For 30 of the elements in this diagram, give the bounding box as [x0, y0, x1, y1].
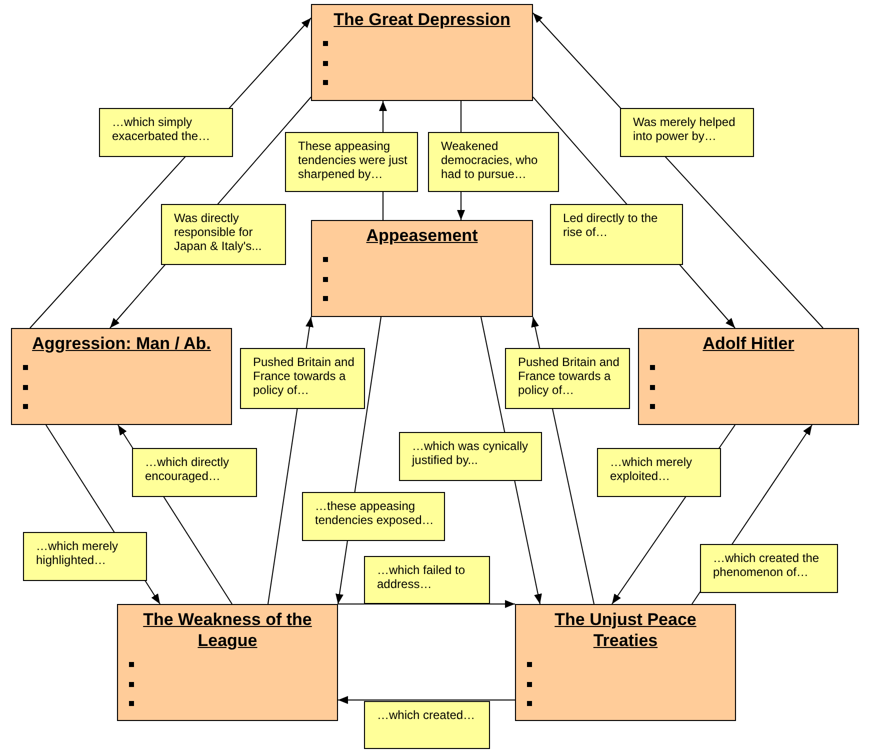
topic-box [311, 220, 533, 317]
edge-label: …which merely highlighted… [23, 532, 147, 581]
edge-label: Was directly responsible for Japan & Italy's... [161, 204, 286, 265]
edge-label: …which created… [364, 701, 490, 749]
edge-label: Pushed Britain and France towards a policy of… [240, 348, 365, 409]
topic-box [638, 328, 859, 425]
box-heading: Aggression: Man / Ab. [32, 333, 211, 354]
box-heading: The Weakness of the League [142, 609, 313, 651]
topic-box [117, 604, 338, 721]
box-heading: Appeasement [366, 225, 478, 246]
edge-label: These appeasing tendencies were just sharpened by… [285, 132, 418, 192]
box-heading: The Great Depression [334, 9, 510, 30]
edge-label: …which directly encouraged… [132, 448, 257, 497]
box-heading: Adolf Hitler [702, 333, 794, 354]
edge-label: …which created the phenomenon of… [700, 544, 838, 593]
connector-arrow [338, 696, 516, 704]
edge-label: …which merely exploited… [597, 448, 721, 497]
topic-box [515, 604, 736, 721]
topic-box [11, 328, 232, 425]
edge-label: Weakened democracies, who had to pursue… [428, 132, 559, 192]
edge-label: …these appeasing tendencies exposed… [302, 492, 445, 541]
edge-label: Was merely helped into power by… [620, 108, 754, 157]
edge-label: …which was cynically justified by... [399, 432, 542, 481]
edge-label: Led directly to the rise of… [550, 204, 683, 265]
connector-arrow [338, 600, 516, 608]
edge-label: …which failed to address… [364, 556, 490, 604]
edge-label: Pushed Britain and France towards a policy of… [505, 348, 630, 409]
topic-box [311, 4, 533, 101]
box-heading: The Unjust Peace Treaties [554, 609, 698, 651]
edge-label: …which simply exacerbated the… [99, 108, 233, 157]
